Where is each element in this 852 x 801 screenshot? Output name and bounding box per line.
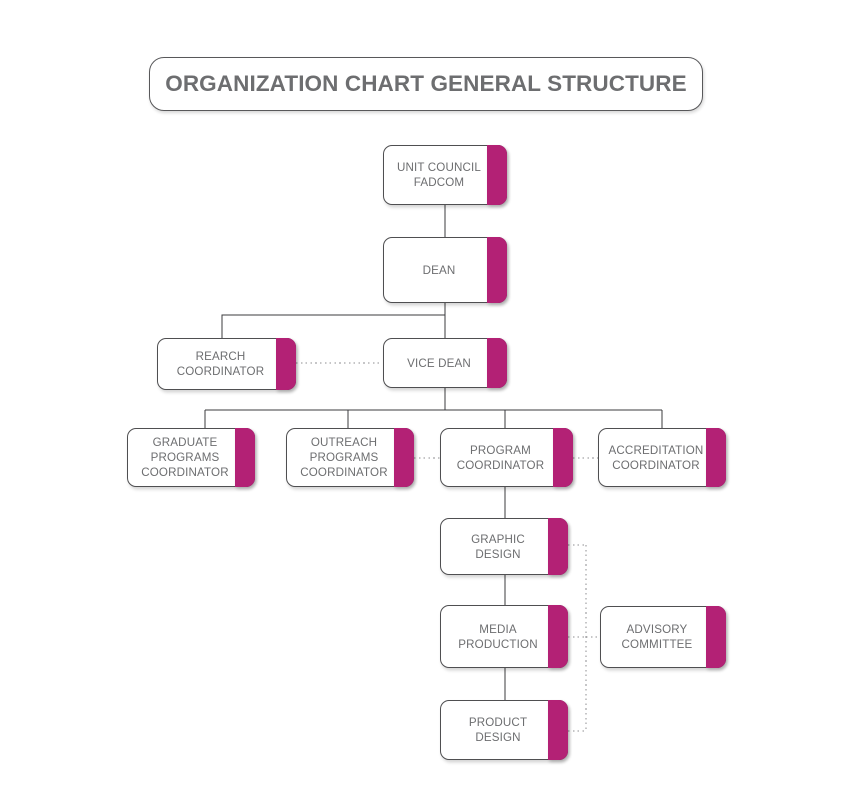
node-accent-tab [235,427,256,488]
node-advisory-committee[interactable]: ADVISORY COMMITTEE [600,605,727,669]
node-label: DEAN [422,263,456,277]
node-accent-tab [553,427,574,488]
chart-title-text: ORGANIZATION CHART GENERAL STRUCTURE [165,71,687,96]
node-accent-tab [548,517,569,576]
node-label: ADVISORY COMMITTEE [621,623,693,651]
edge-dean-rearch [221,314,445,338]
node-label: GRADUATE PROGRAMS COORDINATOR [141,436,229,479]
node-accent-tab [487,236,508,304]
node-rearch-coordinator[interactable]: REARCH COORDINATOR [157,337,297,391]
node-graphic-design[interactable]: GRAPHIC DESIGN [440,517,569,576]
node-outreach-programs-coordinator[interactable]: OUTREACH PROGRAMS COORDINATOR [286,427,415,488]
chart-title-box: ORGANIZATION CHART GENERAL STRUCTURE [149,57,703,111]
node-accent-tab [706,427,727,488]
node-product-design[interactable]: PRODUCT DESIGN [440,699,569,761]
node-label: VICE DEAN [407,356,471,370]
node-program-coordinator[interactable]: PROGRAM COORDINATOR [440,427,574,488]
node-accent-tab [394,427,415,488]
node-label: OUTREACH PROGRAMS COORDINATOR [300,436,388,479]
node-accent-tab [487,144,508,206]
node-label: UNIT COUNCIL FADCOM [396,161,482,189]
node-accent-tab [548,604,569,669]
node-media-production[interactable]: MEDIA PRODUCTION [440,604,569,669]
node-accent-tab [706,605,727,669]
node-accent-tab [276,337,297,391]
node-accent-tab [548,699,569,761]
node-label: REARCH COORDINATOR [176,350,265,378]
node-label: GRAPHIC DESIGN [471,532,525,561]
node-label: PROGRAM COORDINATOR [456,443,545,472]
node-vice-dean[interactable]: VICE DEAN [383,337,508,389]
node-unit-council[interactable]: UNIT COUNCIL FADCOM [383,144,508,206]
node-label: PRODUCT DESIGN [468,716,528,744]
node-label: ACCREDITATION COORDINATOR [608,443,704,472]
node-accent-tab [487,337,508,389]
node-graduate-programs-coordinator[interactable]: GRADUATE PROGRAMS COORDINATOR [127,427,256,488]
node-label: MEDIA PRODUCTION [458,622,538,651]
node-dean[interactable]: DEAN [383,236,508,304]
node-accreditation-coordinator[interactable]: ACCREDITATION COORDINATOR [598,427,727,488]
